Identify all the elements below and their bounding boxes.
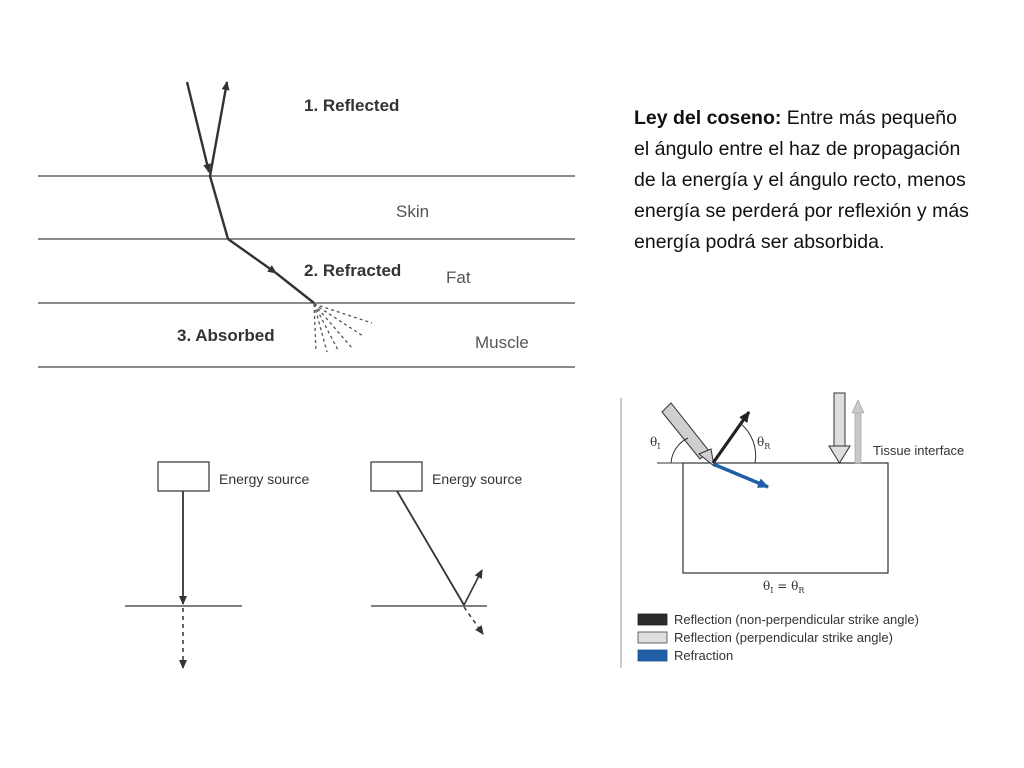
angled-beam — [396, 490, 465, 606]
energy-source-box — [157, 461, 210, 492]
reflection-angle-arc — [739, 422, 757, 464]
energy-source-label: Energy source — [432, 471, 522, 487]
legend-label-reflection-nonperpendicular: Reflection (non-perpendicular strike ang… — [674, 612, 919, 627]
tissue-block — [682, 462, 889, 574]
legend: Reflection (non-perpendicular strike ang… — [637, 612, 919, 663]
fat-ray — [275, 272, 315, 304]
energy-source-label: Energy source — [219, 471, 309, 487]
legend-swatch-refraction — [637, 649, 668, 662]
energy-source-box — [370, 461, 423, 492]
tissue-interface-diagram: θI θR Tissue interface θI = θR Reflectio… — [620, 392, 964, 668]
skin-ray — [208, 175, 230, 240]
tissue-layer-diagram: 1. Reflected 2. Refracted 3. Absorbed Sk… — [38, 81, 575, 368]
reflected-beam — [463, 569, 483, 606]
step-refracted-label: 2. Refracted — [304, 261, 401, 280]
legend-swatch-reflection-perpendicular — [637, 631, 668, 644]
legend-label-reflection-perpendicular: Reflection (perpendicular strike angle) — [674, 630, 893, 645]
theta-r-label: θR — [757, 435, 771, 451]
incident-beam — [661, 402, 715, 468]
incident-ray — [185, 81, 211, 173]
reflected-ray — [208, 81, 230, 177]
legend-label-refraction: Refraction — [674, 648, 733, 663]
caption-body: Entre más pequeño el ángulo entre el haz… — [634, 107, 969, 253]
tissue-interface-label: Tissue interface — [873, 443, 964, 458]
step-absorbed-label: 3. Absorbed — [177, 326, 275, 345]
step-reflected-label: 1. Reflected — [304, 96, 399, 115]
layer-muscle-label: Muscle — [475, 333, 529, 352]
reflected-beam-dark — [711, 411, 751, 464]
layer-fat-label: Fat — [446, 268, 471, 287]
layer-skin-label: Skin — [396, 202, 429, 221]
legend-swatch-reflection-nonperpendicular — [637, 613, 668, 626]
absorbed-scatter-rays — [313, 303, 373, 353]
perpendicular-source-diagram: Energy source — [125, 461, 309, 669]
caption-title: Ley del coseno: — [634, 107, 782, 129]
transmitted-beam — [463, 606, 484, 635]
angled-source-diagram: Energy source — [370, 461, 522, 635]
incidence-angle-arc — [670, 437, 689, 464]
perpendicular-incident-beam — [828, 392, 851, 464]
angle-equation: θI = θR — [763, 579, 805, 595]
cosine-law-caption: Ley del coseno: Entre más pequeño el áng… — [634, 103, 974, 258]
refraction-beam — [712, 462, 769, 489]
perpendicular-reflected-beam — [851, 399, 865, 464]
refracted-ray — [227, 238, 277, 274]
theta-i-label: θI — [650, 435, 660, 451]
